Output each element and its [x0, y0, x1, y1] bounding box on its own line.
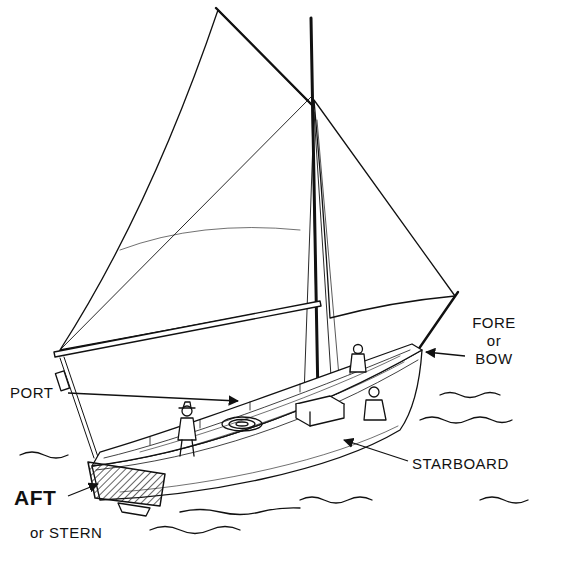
leader-arrow [68, 484, 98, 496]
part-label: AFT [14, 485, 56, 510]
part-label: FORE or BOW [466, 314, 522, 368]
leader-arrow [426, 352, 465, 356]
part-label: or STERN [30, 524, 102, 542]
part-label: STARBOARD [412, 455, 509, 473]
leader-arrow [344, 440, 408, 461]
part-label: PORT [10, 384, 53, 402]
leader-arrow [68, 393, 238, 401]
